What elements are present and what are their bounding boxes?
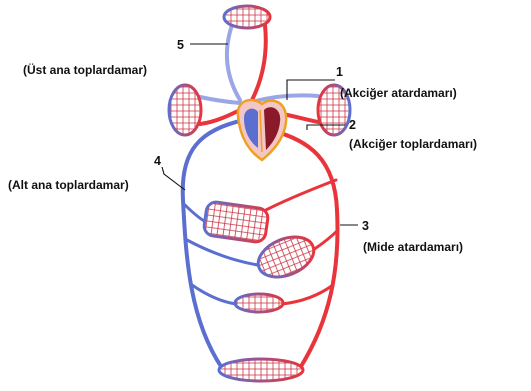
lower-body-capillary-bed: [219, 359, 303, 381]
vessels: [183, 25, 338, 368]
label-3-number: 3: [362, 219, 369, 233]
label-5-number: 5: [177, 38, 184, 52]
left-lung-vein-vessel: [200, 97, 240, 103]
label-2-name-text: (Akciğer toplardamarı): [349, 137, 477, 151]
label-4-number: 4: [154, 154, 161, 168]
label-1-name: (Akciğer atardamarı): [340, 86, 457, 100]
label-4-name: (Alt ana toplardamar): [8, 178, 129, 192]
head-artery-vessel: [252, 25, 266, 100]
organ3-capillary-bed: [235, 294, 283, 312]
label-5-name: (Üst ana toplardamar): [23, 62, 147, 77]
organ2-vein-branch: [187, 240, 258, 265]
organ2-artery-branch: [313, 230, 338, 250]
left-lung-capillary-bed: [169, 85, 201, 135]
organ1-artery-branch: [262, 180, 336, 212]
label-1-number: 1: [336, 65, 343, 79]
superior-vena-cava-vessel: [227, 25, 240, 100]
organ3-vein-branch: [192, 285, 236, 304]
heart: [238, 100, 286, 160]
organ1-capillary-bed: [203, 201, 269, 243]
head-capillary-bed: [224, 6, 270, 28]
organ3-artery-branch: [282, 285, 333, 304]
pulmonary-artery-vessel: [252, 95, 318, 102]
label-2-number: 2: [349, 118, 356, 132]
label-3-name: (Mide atardamarı): [363, 240, 463, 254]
